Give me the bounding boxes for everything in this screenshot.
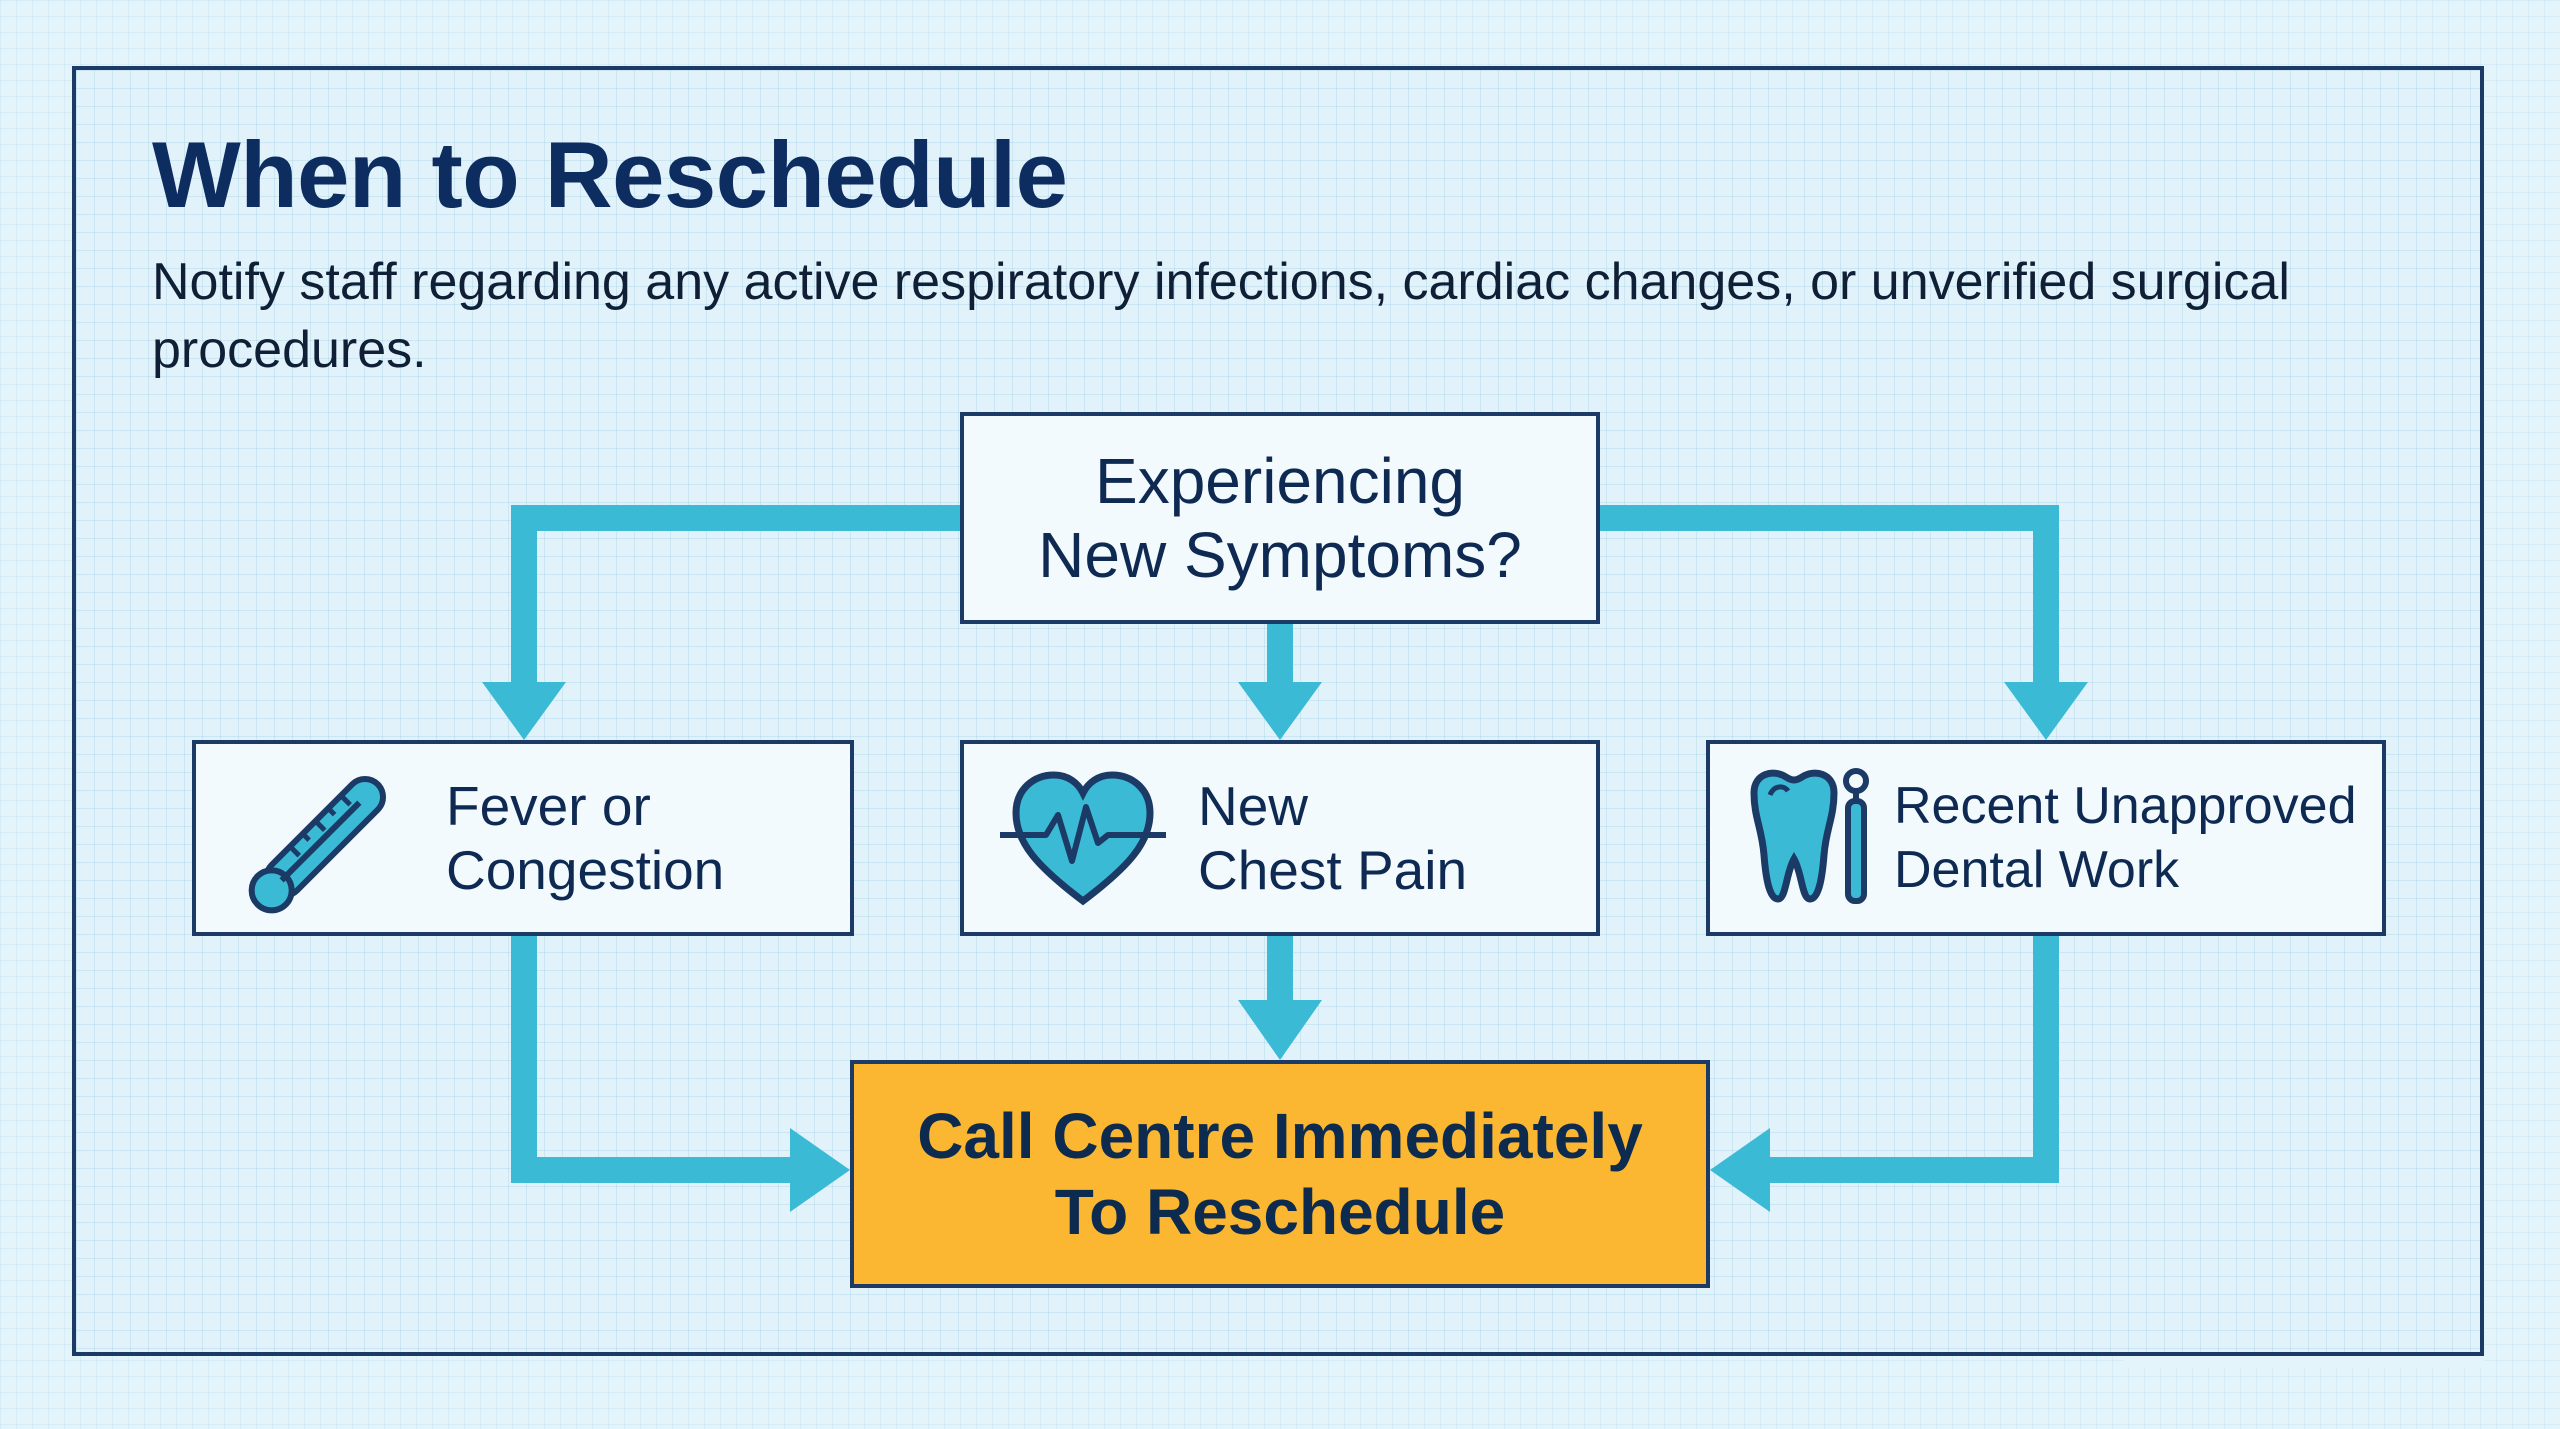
chest-label-line-2: Chest Pain: [1198, 839, 1468, 901]
symptom-node-dental-work: Recent Unapproved Dental Work: [1706, 740, 2386, 936]
arrowhead-to-fever: [482, 682, 566, 740]
arrowhead-to-dental: [2004, 682, 2088, 740]
fever-label-line-2: Congestion: [446, 839, 725, 901]
question-node: Experiencing New Symptoms?: [960, 412, 1600, 624]
page-title: When to Reschedule: [152, 122, 1068, 227]
connector-dental-to-action: [1766, 936, 2059, 1183]
arrowhead-chest-to-action: [1238, 1000, 1322, 1060]
fever-label-line-1: Fever or: [446, 775, 651, 837]
question-line-1: Experiencing: [1095, 445, 1465, 517]
frame-edge-fade: [2124, 1356, 2484, 1368]
symptom-node-chest-pain: New Chest Pain: [960, 740, 1600, 936]
action-line-1: Call Centre Immediately: [917, 1100, 1643, 1172]
chest-label-line-1: New: [1198, 775, 1309, 837]
arrowhead-dental-to-action: [1710, 1128, 1770, 1212]
connector-question-to-dental: [1600, 505, 2059, 686]
arrowhead-fever-to-action: [790, 1128, 850, 1212]
symptom-node-fever: Fever or Congestion: [192, 740, 854, 936]
page-subtitle: Notify staff regarding any active respir…: [152, 253, 2290, 379]
heart-pulse-icon: [1000, 771, 1166, 906]
dental-label-line-2: Dental Work: [1894, 841, 2180, 899]
connector-fever-to-action: [511, 936, 794, 1183]
thermometer-icon: [248, 775, 387, 914]
dental-label-line-1: Recent Unapproved: [1894, 777, 2357, 835]
connector-question-to-fever: [511, 505, 960, 686]
question-line-2: New Symptoms?: [1038, 519, 1522, 591]
arrowhead-to-chest: [1238, 682, 1322, 740]
tooth-dental-tool-icon: [1750, 768, 1869, 904]
action-node-call-centre: Call Centre Immediately To Reschedule: [850, 1060, 1710, 1288]
action-line-2: To Reschedule: [1054, 1176, 1506, 1248]
